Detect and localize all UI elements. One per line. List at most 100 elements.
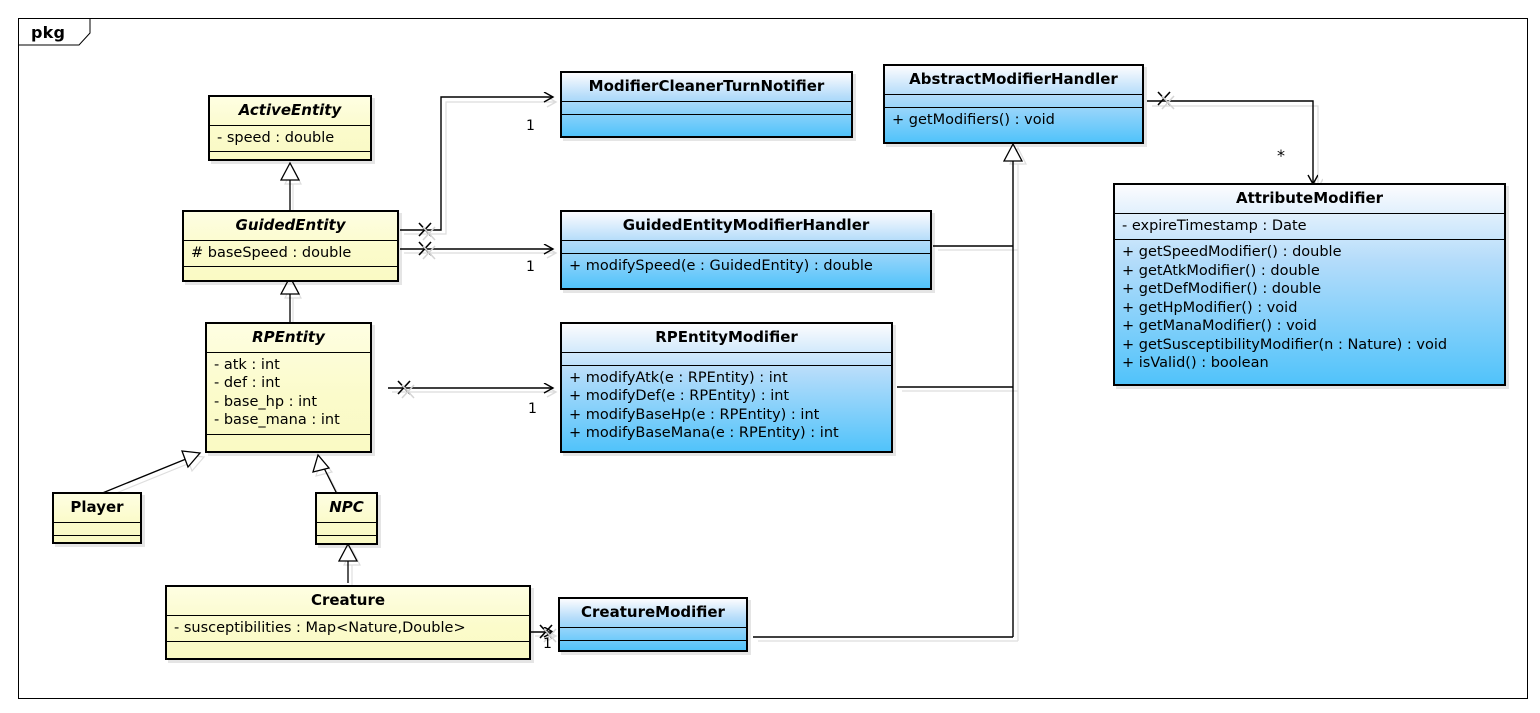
package-tab: pkg — [18, 18, 90, 45]
method-item: + modifyBaseMana(e : RPEntity) : int — [569, 425, 839, 442]
class-attributes-guided-entity-modifier-handler — [562, 241, 930, 253]
class-attributes-npc — [317, 523, 376, 535]
class-separator — [210, 124, 370, 126]
class-methods-rp-entity-modifier: + modifyAtk(e : RPEntity) : int + modify… — [562, 366, 891, 447]
class-methods-player — [54, 536, 140, 543]
attribute-item: - def : int — [214, 375, 281, 392]
class-separator — [560, 626, 746, 628]
class-methods-modifier-cleaner-turn-notifier — [562, 115, 851, 127]
class-methods-guided-entity-modifier-handler: + modifySpeed(e : GuidedEntity) : double — [562, 254, 930, 280]
class-separator — [317, 534, 376, 536]
class-separator — [210, 151, 370, 153]
multiplicity-guided-to-handler: 1 — [526, 259, 535, 275]
class-separator — [885, 106, 1142, 108]
class-title-rp-entity: RPEntity — [252, 328, 325, 346]
class-box-creature-modifier[interactable]: CreatureModifier — [558, 597, 748, 652]
class-methods-guided-entity — [184, 267, 397, 279]
class-box-guided-entity[interactable]: GuidedEntity # baseSpeed : double — [182, 210, 399, 282]
multiplicity-rpentity-to-modifier: 1 — [528, 401, 537, 417]
multiplicity-creature-to-modifier: 1 — [543, 636, 552, 652]
package-frame — [18, 18, 1528, 699]
class-title-active-entity: ActiveEntity — [238, 101, 342, 119]
class-methods-active-entity — [210, 152, 370, 159]
class-box-player[interactable]: Player — [52, 492, 142, 544]
class-attributes-creature: - susceptibilities : Map<Nature,Double> — [167, 616, 529, 642]
class-separator — [562, 351, 891, 353]
class-attributes-active-entity: - speed : double — [210, 126, 370, 152]
method-item: + modifyDef(e : RPEntity) : int — [569, 388, 790, 405]
class-methods-rp-entity — [207, 435, 370, 447]
method-item: + getModifiers() : void — [892, 111, 1055, 128]
class-title-creature-modifier: CreatureModifier — [581, 603, 725, 621]
method-item: + modifyAtk(e : RPEntity) : int — [569, 369, 788, 386]
attribute-item: - atk : int — [214, 356, 280, 373]
class-separator — [885, 93, 1142, 95]
class-separator — [54, 521, 140, 523]
class-separator — [317, 521, 376, 523]
method-item: + getManaModifier() : void — [1122, 318, 1317, 335]
class-separator — [167, 641, 529, 643]
class-title-modifier-cleaner-turn-notifier: ModifierCleanerTurnNotifier — [588, 77, 825, 95]
class-attributes-guided-entity: # baseSpeed : double — [184, 241, 397, 267]
attribute-item: - base_mana : int — [214, 412, 340, 429]
method-item: + getDefModifier() : double — [1122, 281, 1322, 298]
class-separator — [562, 252, 930, 254]
class-separator — [562, 239, 930, 241]
class-separator — [1115, 239, 1504, 241]
class-methods-creature — [167, 642, 529, 654]
class-separator — [207, 433, 370, 435]
class-box-npc[interactable]: NPC — [315, 492, 378, 545]
class-separator — [1115, 212, 1504, 214]
method-item: + getSusceptibilityModifier(n : Nature) … — [1122, 336, 1448, 353]
class-box-active-entity[interactable]: ActiveEntity - speed : double — [208, 95, 372, 161]
class-title-abstract-modifier-handler: AbstractModifierHandler — [909, 70, 1118, 88]
method-item: + modifySpeed(e : GuidedEntity) : double — [569, 257, 873, 274]
method-item: + isValid() : boolean — [1122, 355, 1269, 372]
class-separator — [184, 239, 397, 241]
class-box-creature[interactable]: Creature - susceptibilities : Map<Nature… — [165, 585, 531, 660]
class-attributes-modifier-cleaner-turn-notifier — [562, 102, 851, 114]
class-separator — [562, 364, 891, 366]
class-methods-npc — [317, 536, 376, 544]
class-title-rp-entity-modifier: RPEntityModifier — [655, 328, 798, 346]
class-attributes-creature-modifier — [560, 628, 746, 640]
class-attributes-abstract-modifier-handler — [885, 95, 1142, 107]
attribute-item: - expireTimestamp : Date — [1122, 217, 1307, 234]
class-methods-creature-modifier — [560, 641, 746, 651]
attribute-item: # baseSpeed : double — [191, 244, 352, 261]
attribute-item: - base_hp : int — [214, 393, 318, 410]
class-separator — [562, 113, 851, 115]
method-item: + getAtkModifier() : double — [1122, 262, 1320, 279]
class-title-guided-entity-modifier-handler: GuidedEntityModifierHandler — [622, 216, 870, 234]
class-separator — [562, 100, 851, 102]
class-box-abstract-modifier-handler[interactable]: AbstractModifierHandler + getModifiers()… — [883, 64, 1144, 144]
attribute-item: - speed : double — [217, 129, 335, 146]
class-separator — [54, 534, 140, 536]
class-separator — [167, 614, 529, 616]
class-box-attribute-modifier[interactable]: AttributeModifier - expireTimestamp : Da… — [1113, 183, 1506, 386]
method-item: + getHpModifier() : void — [1122, 299, 1298, 316]
class-box-rp-entity[interactable]: RPEntity - atk : int - def : int - base_… — [205, 322, 372, 453]
method-item: + getSpeedModifier() : double — [1122, 244, 1342, 261]
multiplicity-guided-to-cleaner: 1 — [526, 118, 535, 134]
attribute-item: - susceptibilities : Map<Nature,Double> — [174, 619, 466, 636]
class-methods-abstract-modifier-handler: + getModifiers() : void — [885, 108, 1142, 134]
class-box-modifier-cleaner-turn-notifier[interactable]: ModifierCleanerTurnNotifier — [560, 71, 853, 138]
class-box-rp-entity-modifier[interactable]: RPEntityModifier + modifyAtk(e : RPEntit… — [560, 322, 893, 453]
class-title-player: Player — [70, 498, 124, 516]
class-separator — [184, 266, 397, 268]
class-attributes-rp-entity-modifier — [562, 353, 891, 365]
class-methods-attribute-modifier: + getSpeedModifier() : double + getAtkMo… — [1115, 240, 1504, 377]
class-box-guided-entity-modifier-handler[interactable]: GuidedEntityModifierHandler + modifySpee… — [560, 210, 932, 290]
class-separator — [560, 639, 746, 641]
class-attributes-attribute-modifier: - expireTimestamp : Date — [1115, 214, 1504, 240]
class-title-attribute-modifier: AttributeModifier — [1235, 189, 1384, 207]
class-separator — [207, 351, 370, 353]
package-label: pkg — [31, 23, 66, 42]
class-title-creature: Creature — [310, 591, 386, 609]
class-attributes-player — [54, 523, 140, 535]
multiplicity-handler-to-attribute: * — [1277, 146, 1285, 165]
class-attributes-rp-entity: - atk : int - def : int - base_hp : int … — [207, 353, 370, 434]
method-item: + modifyBaseHp(e : RPEntity) : int — [569, 406, 820, 423]
